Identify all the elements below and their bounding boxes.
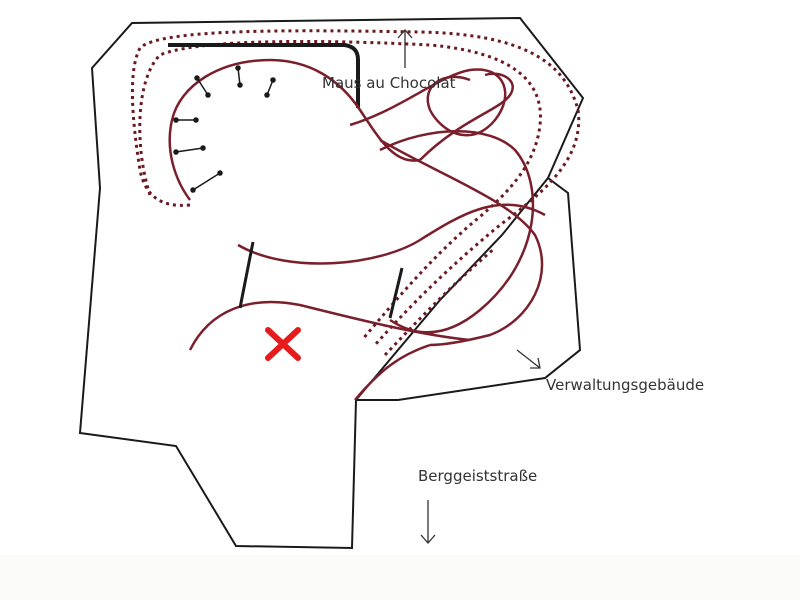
arrow-right-icon bbox=[516, 349, 541, 369]
dotted-track-third bbox=[383, 246, 496, 357]
track-exit bbox=[354, 343, 431, 401]
station-block bbox=[168, 43, 360, 108]
gate-bar-right bbox=[388, 267, 404, 319]
label-verwaltungsgebaeude: Verwaltungsgebäude bbox=[546, 376, 704, 394]
inner-wall bbox=[355, 177, 549, 401]
gate-bar-left bbox=[238, 241, 255, 309]
label-maus-au-chocolat: Maus au Chocolat bbox=[322, 74, 456, 92]
track-long-sweep bbox=[379, 138, 544, 347]
arrow-up-icon bbox=[397, 29, 413, 68]
track-loop-right bbox=[349, 68, 507, 137]
building-outline bbox=[78, 16, 585, 550]
track-loop-inner bbox=[426, 75, 471, 111]
track-loop-top-right bbox=[419, 72, 514, 161]
bottom-strip bbox=[0, 555, 800, 600]
track-left-curve bbox=[188, 300, 471, 351]
track-top-arc bbox=[168, 58, 421, 201]
track-s-curve bbox=[379, 130, 535, 334]
support-spokes bbox=[173, 65, 276, 193]
label-berggeiststrasse: Berggeiststraße bbox=[418, 467, 537, 485]
arrow-down-icon bbox=[420, 500, 436, 544]
track-middle-band bbox=[237, 203, 546, 265]
x-marker-icon bbox=[265, 327, 301, 361]
